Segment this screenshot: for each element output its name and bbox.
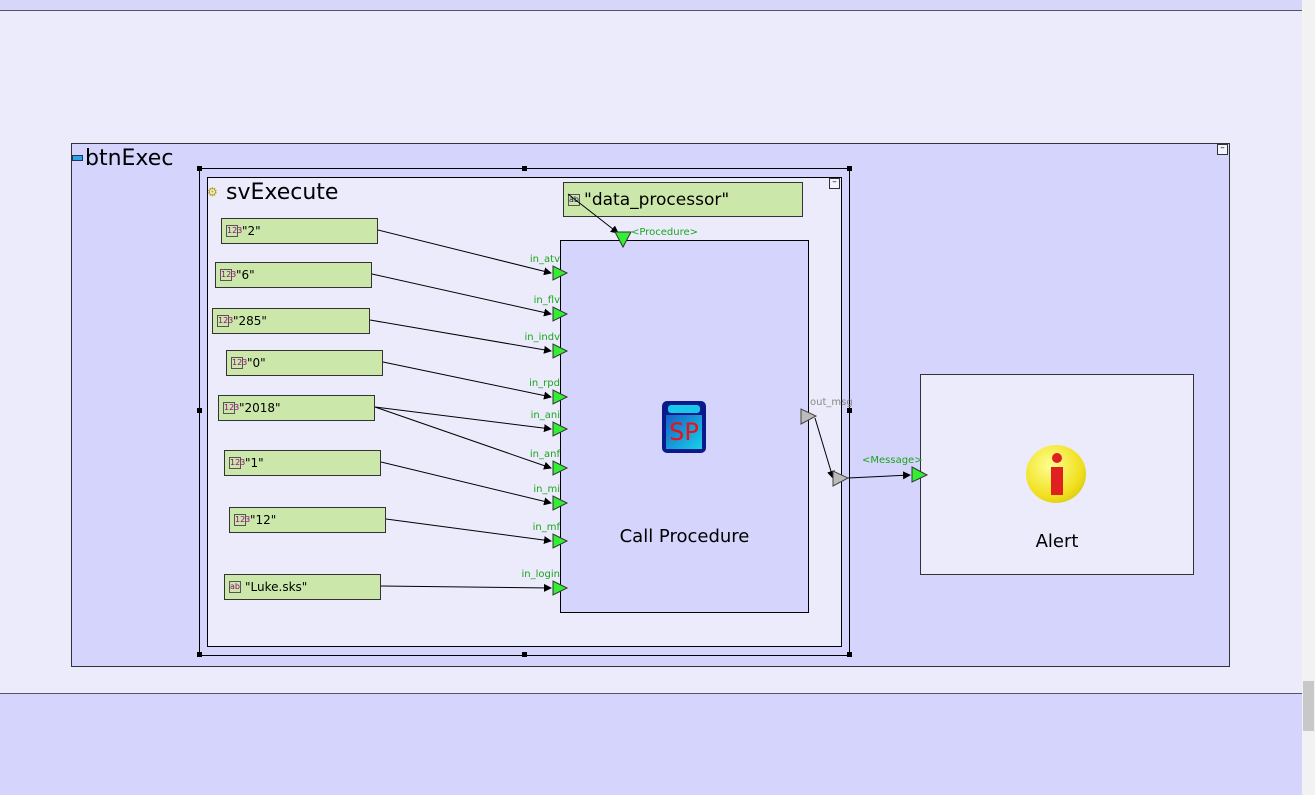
- port-label: in_atv: [529, 254, 560, 265]
- port-label: in_anf: [529, 449, 560, 460]
- vertical-scrollbar[interactable]: [1302, 0, 1315, 795]
- input-value-box[interactable]: ab "Luke.sks": [224, 574, 381, 600]
- input-port[interactable]: [552, 265, 569, 281]
- out-msg-label: out_msg: [810, 397, 853, 408]
- string-icon: ab: [229, 581, 241, 593]
- wire: [380, 461, 552, 506]
- wire: [380, 583, 552, 592]
- input-port[interactable]: [552, 460, 569, 476]
- number-icon: 123: [231, 357, 248, 369]
- resize-handle[interactable]: [522, 166, 527, 171]
- wire: [385, 518, 552, 545]
- number-icon: 123: [217, 315, 234, 327]
- input-value-box[interactable]: 123"2": [221, 218, 378, 244]
- resize-handle[interactable]: [847, 408, 852, 413]
- port-label: in_flv: [533, 295, 560, 306]
- wire: [567, 193, 619, 234]
- input-value: "285": [233, 314, 267, 328]
- number-icon: 123: [234, 514, 251, 526]
- wire: [377, 229, 552, 276]
- input-value: "1": [245, 456, 264, 470]
- wire: [374, 406, 552, 470]
- port-label: in_indv: [524, 332, 561, 343]
- collapse-button[interactable]: –: [829, 178, 840, 189]
- input-value-box[interactable]: 123"6": [215, 262, 372, 288]
- wire: [371, 273, 552, 317]
- input-value: "12": [250, 513, 277, 527]
- input-port[interactable]: [552, 343, 569, 359]
- input-port[interactable]: [552, 495, 569, 511]
- wire: [374, 406, 552, 433]
- wire: [847, 471, 911, 480]
- input-value: "2018": [239, 401, 281, 415]
- input-port[interactable]: [552, 533, 569, 549]
- relay-port[interactable]: [832, 470, 850, 487]
- resize-handle[interactable]: [847, 166, 852, 171]
- collapse-button[interactable]: –: [1217, 144, 1228, 155]
- svexecute-title: svExecute: [226, 180, 339, 205]
- input-port[interactable]: [552, 580, 569, 596]
- resize-handle[interactable]: [522, 652, 527, 657]
- sp-icon: SP: [662, 401, 706, 453]
- input-value: "6": [236, 268, 255, 282]
- wire: [369, 319, 552, 354]
- procedure-port[interactable]: [614, 231, 632, 249]
- resize-handle[interactable]: [197, 166, 202, 171]
- port-label: in_login: [521, 569, 560, 580]
- input-value-box[interactable]: 123"285": [212, 308, 370, 334]
- input-value-box[interactable]: 123"0": [226, 350, 383, 376]
- info-icon: [1026, 445, 1086, 503]
- message-port[interactable]: [911, 466, 929, 483]
- procedure-name-value: "data_processor": [584, 189, 730, 210]
- input-port[interactable]: [552, 389, 569, 405]
- resize-handle[interactable]: [847, 652, 852, 657]
- input-value: "2": [242, 224, 261, 238]
- resize-handle[interactable]: [197, 652, 202, 657]
- input-value-box[interactable]: 123"2018": [218, 395, 375, 421]
- top-strip: [0, 0, 1302, 11]
- resize-handle[interactable]: [197, 408, 202, 413]
- button-icon: [72, 155, 83, 161]
- procedure-port-label: <Procedure>: [631, 227, 699, 238]
- message-port-label: <Message>: [862, 455, 923, 466]
- input-value-box[interactable]: 123"12": [229, 507, 386, 533]
- input-port[interactable]: [552, 306, 569, 322]
- out-msg-port[interactable]: [800, 408, 818, 425]
- port-label: in_mf: [532, 522, 560, 533]
- input-value-box[interactable]: 123"1": [224, 450, 381, 476]
- gear-icon: ⚙: [207, 185, 218, 199]
- scrollbar-thumb[interactable]: [1303, 681, 1314, 731]
- number-icon: 123: [229, 457, 246, 469]
- port-label: in_ani: [530, 410, 560, 421]
- alert-label: Alert: [1035, 531, 1079, 552]
- bottom-panel: [0, 693, 1302, 795]
- wire: [382, 361, 552, 400]
- btnexec-title: btnExec: [85, 146, 174, 171]
- input-port[interactable]: [552, 421, 569, 437]
- port-label: in_rpd: [529, 378, 560, 389]
- input-value: "0": [247, 356, 266, 370]
- port-label: in_mi: [533, 484, 560, 495]
- call-procedure-label: Call Procedure: [619, 526, 750, 547]
- procedure-name-box[interactable]: ab "data_processor": [563, 182, 803, 217]
- number-icon: 123: [220, 269, 237, 281]
- number-icon: 123: [226, 225, 243, 237]
- input-value: "Luke.sks": [245, 580, 308, 594]
- wire: [814, 417, 835, 479]
- number-icon: 123: [223, 402, 240, 414]
